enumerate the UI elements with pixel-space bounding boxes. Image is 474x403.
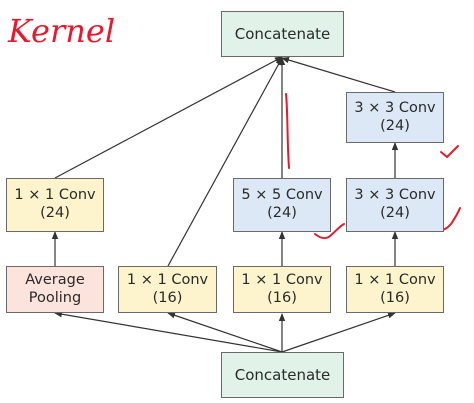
conv-1x1-16-label-branch3: 1 × 1 Conv [241, 271, 323, 288]
conv-3x3-24-filters-mid: (24) [380, 205, 410, 221]
conv-3x3-24-label-mid: 3 × 3 Conv [354, 187, 436, 204]
conv-1x1-24-label: 1 × 1 Conv [14, 187, 96, 204]
handwritten-marks [285, 93, 461, 240]
edge-concat-to-conv1b [167, 312, 283, 353]
conv-1x1-16-box-branch3: 1 × 1 Conv (16) [233, 266, 331, 313]
conv-1x1-16-box-branch4: 1 × 1 Conv (16) [346, 266, 444, 313]
average-pooling-box: Average Pooling [6, 266, 104, 313]
edge-conv1b-to-concat [167, 57, 283, 267]
edge-concat-to-conv1d [281, 312, 396, 353]
handwritten-kernel-label: Kernel [7, 12, 115, 50]
conv-1x1-16-label-branch4: 1 × 1 Conv [354, 271, 436, 288]
concatenate-input-label: Concatenate [234, 365, 331, 384]
conv-5x5-24-label: 5 × 5 Conv [241, 187, 323, 204]
red-check-mark-5x5 [314, 223, 345, 240]
concatenate-output-label: Concatenate [234, 24, 331, 43]
concatenate-output-box: Concatenate [221, 11, 344, 57]
conv-1x1-16-label-branch2: 1 × 1 Conv [126, 271, 209, 288]
conv-3x3-24-filters-top: (24) [380, 117, 410, 134]
edge-conv3top-to-concat [281, 56, 396, 93]
conv-1x1-24-box: 1 × 1 Conv (24) [6, 178, 104, 232]
conv-5x5-24-box: 5 × 5 Conv (24) [233, 178, 331, 232]
edge-concat-to-pool [54, 311, 283, 353]
conv-1x1-24-filters: (24) [40, 205, 70, 221]
red-check-mark-3x3-top [440, 145, 459, 158]
concatenate-input-box: Concatenate [221, 352, 344, 398]
conv-1x1-16-filters-branch3: (16) [267, 289, 297, 306]
kernel-handwriting-text: Kernel [7, 12, 115, 50]
red-vertical-stroke [285, 93, 290, 169]
conv-1x1-16-box-branch2: 1 × 1 Conv (16) [118, 266, 217, 313]
conv-1x1-16-filters-branch2: (16) [152, 289, 183, 306]
edge-conv1left-to-concat [54, 56, 283, 179]
conv-5x5-24-filters: (24) [267, 205, 297, 221]
conv-3x3-24-box-top: 3 × 3 Conv (24) [346, 92, 444, 143]
average-pooling-line2: Pooling [28, 289, 82, 306]
average-pooling-line1: Average [25, 271, 85, 288]
conv-3x3-24-label-top: 3 × 3 Conv [354, 99, 436, 116]
conv-3x3-24-box-mid: 3 × 3 Conv (24) [346, 178, 444, 232]
conv-1x1-16-filters-branch4: (16) [380, 289, 410, 306]
